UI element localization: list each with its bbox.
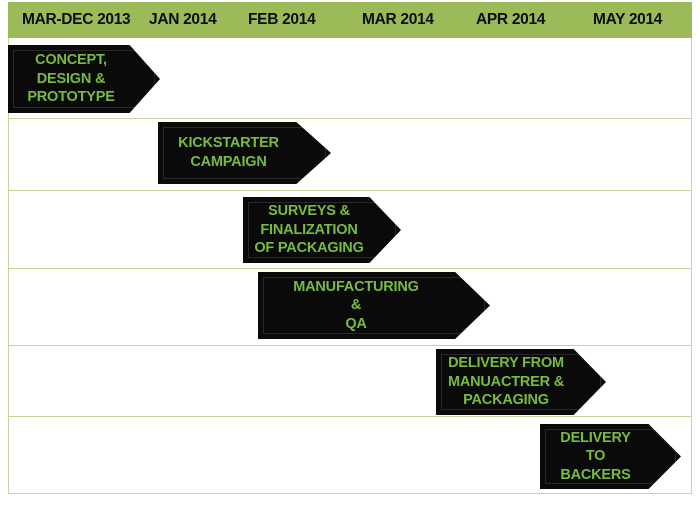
phase-arrow-surveys-finalization-of-packaging[interactable]: SURVEYS & FINALIZATION OF PACKAGING bbox=[243, 197, 401, 263]
phase-arrow-kickstarter-campaign[interactable]: KICKSTARTER CAMPAIGN bbox=[158, 122, 331, 184]
row-divider-2 bbox=[9, 190, 691, 191]
header-month-may-2014: MAY 2014 bbox=[593, 11, 663, 28]
header-month-apr-2014: APR 2014 bbox=[476, 11, 546, 28]
phase-label-concept-design-prototype: CONCEPT, DESIGN & PROTOTYPE bbox=[27, 52, 115, 106]
header-month-mar-2014: MAR 2014 bbox=[362, 11, 434, 28]
phase-label-surveys-finalization-of-packaging: SURVEYS & FINALIZATION OF PACKAGING bbox=[254, 203, 364, 257]
timeline-grid bbox=[8, 38, 692, 494]
phase-label-delivery-to-backers: DELIVERY TO BACKERS bbox=[560, 429, 631, 483]
header-month-jan-2014: JAN 2014 bbox=[149, 11, 217, 28]
header-month-feb-2014: FEB 2014 bbox=[248, 11, 316, 28]
row-divider-4 bbox=[9, 345, 691, 346]
row-divider-1 bbox=[9, 118, 691, 119]
phase-label-delivery-from-manufacturer-packaging: DELIVERY FROM MANUACTRER & PACKAGING bbox=[447, 355, 564, 409]
phase-arrow-concept-design-prototype[interactable]: CONCEPT, DESIGN & PROTOTYPE bbox=[8, 45, 160, 113]
row-divider-3 bbox=[9, 268, 691, 269]
row-divider-5 bbox=[9, 416, 691, 417]
phase-label-manufacturing-and-qa: MANUFACTURING & QA bbox=[293, 278, 419, 332]
header-month-mar-dec-2013: MAR-DEC 2013 bbox=[22, 11, 131, 28]
timeline-header-band: MAR-DEC 2013 JAN 2014 FEB 2014 MAR 2014 … bbox=[8, 2, 692, 38]
phase-arrow-delivery-from-manufacturer-packaging[interactable]: DELIVERY FROM MANUACTRER & PACKAGING bbox=[436, 349, 606, 415]
phase-arrow-manufacturing-and-qa[interactable]: MANUFACTURING & QA bbox=[258, 272, 490, 339]
phase-label-kickstarter-campaign: KICKSTARTER CAMPAIGN bbox=[178, 135, 279, 170]
